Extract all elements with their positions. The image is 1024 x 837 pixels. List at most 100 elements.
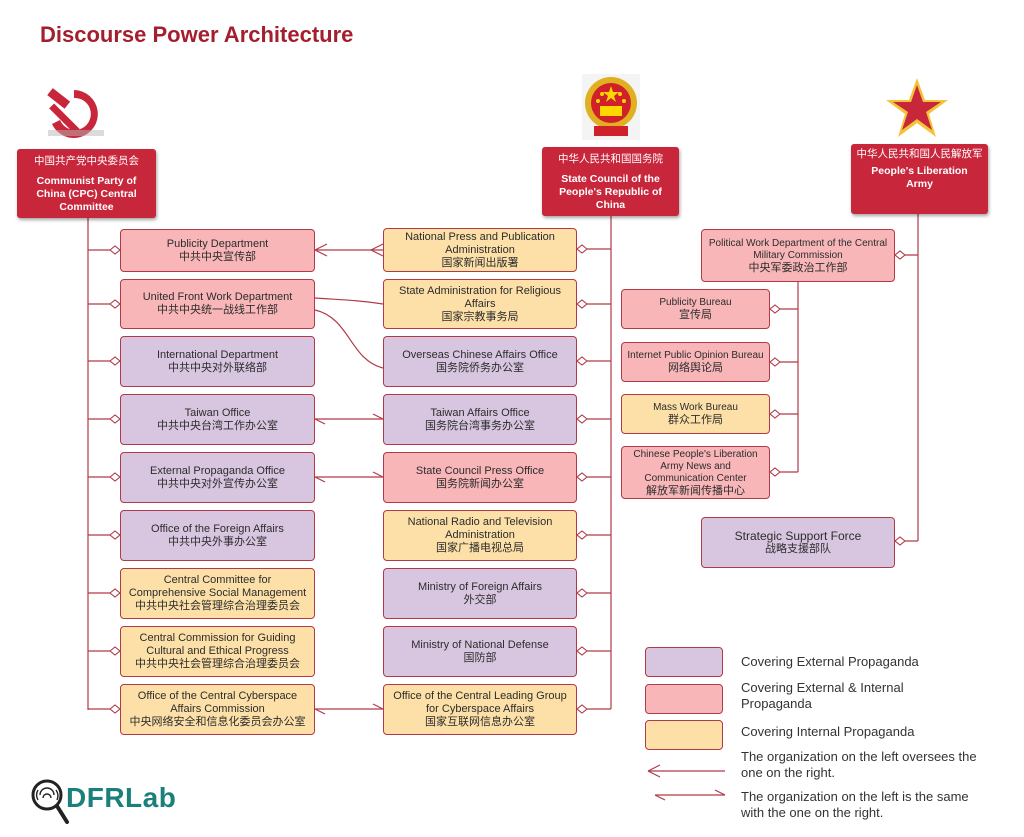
state-agency-box: Office of the Central Leading Group for … xyxy=(383,684,577,735)
ownership-diamond-marker xyxy=(576,356,588,366)
ownership-diamond-marker xyxy=(894,250,906,260)
department-name-en: International Department xyxy=(156,348,279,361)
cpc-header-zh: 中国共产党中央委员会 xyxy=(34,155,139,167)
department-name-en: Office of the Central Cyberspace Affairs… xyxy=(137,690,298,715)
pla-bureau-box: Chinese People's Liberation Army News an… xyxy=(621,446,770,499)
pla-bureau-box: Publicity Bureau 宣传局 xyxy=(621,289,770,329)
same-arrow-marker xyxy=(314,708,326,715)
unit-name-en: Political Work Department of the Central… xyxy=(708,237,888,261)
ownership-diamond-marker xyxy=(894,536,906,546)
legend-label-external: Covering External Propaganda xyxy=(741,654,919,669)
state-agency-box: National Radio and Television Administra… xyxy=(383,510,577,561)
cpc-department-box: External Propaganda Office 中共中央对外宣传办公室 xyxy=(120,452,315,503)
agency-name-zh: 国防部 xyxy=(463,651,497,664)
state-agency-box: Overseas Chinese Affairs Office 国务院侨务办公室 xyxy=(383,336,577,387)
ownership-diamond-marker xyxy=(576,472,588,482)
pla-header-en: People's Liberation Army xyxy=(871,165,968,190)
unit-name-zh: 战略支援部队 xyxy=(765,542,831,555)
dfrlab-logo-text: DFRLab xyxy=(66,782,177,813)
state-agency-box: State Council Press Office 国务院新闻办公室 xyxy=(383,452,577,503)
agency-name-zh: 国家宗教事务局 xyxy=(441,310,519,323)
agency-name-zh: 国家互联网信息办公室 xyxy=(425,716,535,728)
agency-name-en: Overseas Chinese Affairs Office xyxy=(402,348,558,361)
legend-label-oversees: The organization on the left oversees th… xyxy=(741,749,977,780)
agency-name-en: National Radio and Television Administra… xyxy=(407,516,553,541)
agency-name-en: National Press and Publication Administr… xyxy=(405,230,555,256)
state-council-header: 中华人民共和国国务院 State Council of the People's… xyxy=(542,147,679,216)
department-name-zh: 中共中央社会管理综合治理委员会 xyxy=(135,658,300,670)
ownership-diamond-marker xyxy=(109,530,121,540)
unit-name-zh: 中央军委政治工作部 xyxy=(748,261,848,274)
state-council-header-en: State Council of the People's Republic o… xyxy=(559,173,662,211)
department-name-en: Taiwan Office xyxy=(184,406,251,419)
pla-strategic-support-box: Strategic Support Force 战略支援部队 xyxy=(701,517,895,568)
unit-name-zh: 网络舆论局 xyxy=(668,362,723,374)
agency-name-en: Office of the Central Leading Group for … xyxy=(393,690,567,715)
cross-link xyxy=(314,297,384,305)
ownership-diamond-marker xyxy=(576,299,588,309)
state-agency-box: Ministry of National Defense 国防部 xyxy=(383,626,577,677)
agency-name-zh: 国务院侨务办公室 xyxy=(436,361,524,374)
department-name-en: United Front Work Department xyxy=(142,291,293,303)
cpc-department-box: Office of the Central Cyberspace Affairs… xyxy=(120,684,315,735)
agency-name-en: State Council Press Office xyxy=(415,464,545,477)
pla-bureau-box: Mass Work Bureau 群众工作局 xyxy=(621,394,770,434)
agency-name-zh: 国务院新闻办公室 xyxy=(436,477,524,490)
unit-name-en: Chinese People's Liberation Army News an… xyxy=(633,448,758,484)
national-emblem-icon xyxy=(582,74,640,145)
ownership-diamond-marker xyxy=(109,356,121,366)
cpc-department-box: International Department 中共中央对外联络部 xyxy=(120,336,315,387)
same-arrow-marker xyxy=(372,703,384,710)
ownership-diamond-marker xyxy=(109,472,121,482)
same-arrow-marker xyxy=(372,471,384,478)
oversees-arrow-marker xyxy=(647,764,661,778)
same-arrow-marker xyxy=(714,789,726,796)
department-name-zh: 中共中央统一战线工作部 xyxy=(157,304,278,316)
ownership-diamond-marker xyxy=(109,414,121,424)
cpc-header: 中国共产党中央委员会 Communist Party of China (CPC… xyxy=(17,149,156,218)
agency-name-en: State Administration for Religious Affai… xyxy=(398,284,562,310)
state-agency-box: Ministry of Foreign Affairs 外交部 xyxy=(383,568,577,619)
department-name-zh: 中共中央外事办公室 xyxy=(168,535,267,548)
department-name-en: Publicity Department xyxy=(166,237,269,250)
ownership-diamond-marker xyxy=(576,414,588,424)
ownership-diamond-marker xyxy=(769,304,781,314)
department-name-zh: 中共中央宣传部 xyxy=(179,250,256,263)
state-agency-box: National Press and Publication Administr… xyxy=(383,228,577,272)
state-agency-box: State Administration for Religious Affai… xyxy=(383,279,577,329)
ownership-diamond-marker xyxy=(109,245,121,255)
ownership-diamond-marker xyxy=(109,704,121,714)
legend-label-same: The organization on the left is the same… xyxy=(741,789,969,820)
department-name-en: External Propaganda Office xyxy=(150,464,285,477)
pla-header: 中华人民共和国人民解放军 People's Liberation Army xyxy=(851,144,988,214)
agency-name-zh: 外交部 xyxy=(463,593,497,606)
agency-name-zh: 国务院台湾事务办公室 xyxy=(425,419,535,432)
department-name-zh: 中央网络安全和信息化委员会办公室 xyxy=(129,716,306,728)
legend-swatch-both xyxy=(645,684,723,714)
agency-name-en: Taiwan Affairs Office xyxy=(430,406,530,419)
same-arrow-marker xyxy=(372,413,384,420)
department-name-en: Central Commission for Guiding Cultural … xyxy=(139,632,296,657)
legend-label-internal: Covering Internal Propaganda xyxy=(741,724,915,739)
state-council-header-zh: 中华人民共和国国务院 xyxy=(558,153,663,165)
ownership-diamond-marker xyxy=(769,357,781,367)
same-arrow-marker xyxy=(314,476,326,483)
ownership-diamond-marker xyxy=(576,588,588,598)
department-name-zh: 中共中央对外宣传办公室 xyxy=(157,477,278,490)
agency-name-zh: 国家广播电视总局 xyxy=(436,542,524,554)
unit-name-en: Strategic Support Force xyxy=(734,528,862,543)
legend-swatch-external xyxy=(645,647,723,677)
unit-name-en: Mass Work Bureau xyxy=(653,402,738,413)
cpc-department-box: Taiwan Office 中共中央台湾工作办公室 xyxy=(120,394,315,445)
page-title: Discourse Power Architecture xyxy=(40,22,354,47)
state-agency-box: Taiwan Affairs Office 国务院台湾事务办公室 xyxy=(383,394,577,445)
cpc-header-en: Communist Party of China (CPC) Central C… xyxy=(36,175,137,213)
pla-header-zh: 中华人民共和国人民解放军 xyxy=(856,148,983,160)
department-name-zh: 中共中央社会管理综合治理委员会 xyxy=(135,600,300,612)
ownership-diamond-marker xyxy=(576,530,588,540)
unit-name-en: Publicity Bureau xyxy=(659,297,732,308)
ownership-diamond-marker xyxy=(109,299,121,309)
ownership-diamond-marker xyxy=(769,409,781,419)
department-name-zh: 中共中央台湾工作办公室 xyxy=(157,419,278,432)
department-name-en: Central Committee for Comprehensive Soci… xyxy=(128,574,307,599)
